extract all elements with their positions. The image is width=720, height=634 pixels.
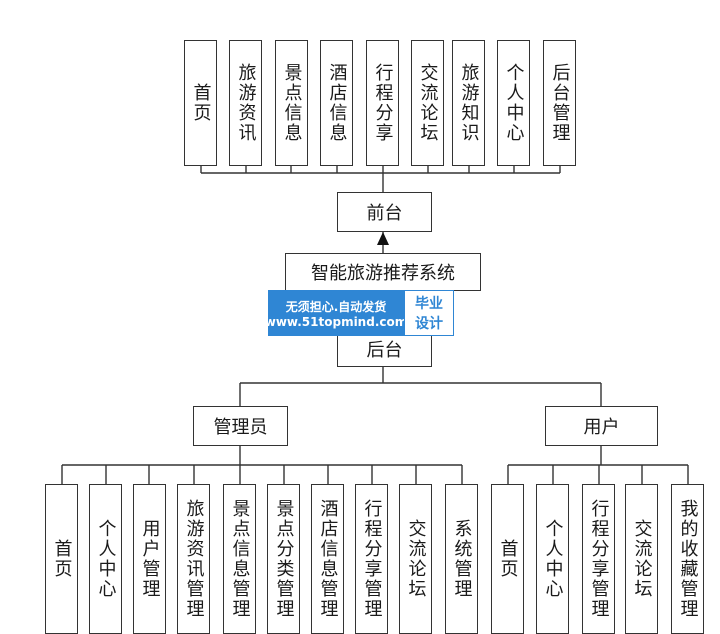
user-module-box: 首页 (491, 484, 524, 634)
watermark-badge2: 设计 (415, 316, 443, 332)
admin-module-label: 用户管理 (139, 519, 161, 599)
admin-module-box: 首页 (45, 484, 78, 634)
front-module-label: 酒店信息 (326, 63, 348, 143)
admin-module-label: 景点分类管理 (273, 499, 295, 619)
admin-module-label: 系统管理 (451, 519, 473, 599)
user-module-label: 首页 (497, 539, 519, 579)
back-end-label: 后台 (366, 339, 403, 361)
system-title: 智能旅游推荐系统 (311, 263, 455, 284)
front-module-box: 旅游资讯 (229, 40, 262, 166)
admin-module-box: 景点分类管理 (267, 484, 300, 634)
system-node: 智能旅游推荐系统 (285, 253, 481, 291)
watermark-badge: 毕业 设计 (404, 290, 454, 336)
admin-module-box: 用户管理 (133, 484, 166, 634)
user-module-label: 我的收藏管理 (677, 499, 699, 619)
admin-module-label: 行程分享管理 (361, 499, 383, 619)
admin-module-box: 酒店信息管理 (311, 484, 344, 634)
admin-module-box: 景点信息管理 (223, 484, 256, 634)
front-module-label: 旅游资讯 (235, 63, 257, 143)
admin-module-label: 个人中心 (95, 519, 117, 599)
front-module-label: 交流论坛 (417, 63, 439, 143)
admin-module-box: 行程分享管理 (355, 484, 388, 634)
admin-module-label: 旅游资讯管理 (183, 499, 205, 619)
user-module-box: 我的收藏管理 (671, 484, 704, 634)
user-module-box: 交流论坛 (625, 484, 658, 634)
watermark-line2: www.51topmind.com (264, 314, 408, 329)
admin-module-box: 系统管理 (445, 484, 478, 634)
user-module-label: 交流论坛 (631, 519, 653, 599)
front-module-box: 酒店信息 (320, 40, 353, 166)
front-module-box: 个人中心 (497, 40, 530, 166)
user-module-box: 行程分享管理 (582, 484, 615, 634)
watermark-line1: 无须担心.自动发货 (285, 299, 387, 314)
front-module-label: 行程分享 (372, 63, 394, 143)
user-module-label: 行程分享管理 (588, 499, 610, 619)
admin-label: 管理员 (213, 417, 268, 438)
watermark-logo: 无须担心.自动发货 www.51topmind.com 毕业 设计 (265, 290, 454, 336)
front-module-label: 景点信息 (281, 63, 303, 143)
front-module-label: 首页 (190, 83, 212, 123)
admin-module-box: 旅游资讯管理 (177, 484, 210, 634)
user-label: 用户 (583, 417, 620, 438)
admin-module-label: 交流论坛 (405, 519, 427, 599)
user-node: 用户 (545, 406, 658, 446)
front-module-box: 首页 (184, 40, 217, 166)
arrowhead (377, 232, 389, 245)
admin-module-label: 景点信息管理 (229, 499, 251, 619)
front-module-box: 交流论坛 (411, 40, 444, 166)
front-module-box: 旅游知识 (452, 40, 485, 166)
front-module-box: 后台管理 (543, 40, 576, 166)
front-module-box: 景点信息 (275, 40, 308, 166)
front-module-label: 旅游知识 (458, 63, 480, 143)
front-end-node: 前台 (337, 192, 432, 232)
watermark-text: 无须担心.自动发货 www.51topmind.com (265, 290, 407, 336)
user-module-box: 个人中心 (536, 484, 569, 634)
back-end-node: 后台 (337, 330, 432, 367)
admin-node: 管理员 (193, 406, 288, 446)
admin-module-box: 个人中心 (89, 484, 122, 634)
admin-module-label: 首页 (51, 539, 73, 579)
front-module-box: 行程分享 (366, 40, 399, 166)
admin-module-label: 酒店信息管理 (317, 499, 339, 619)
front-module-label: 后台管理 (549, 63, 571, 143)
front-end-label: 前台 (366, 203, 403, 224)
user-module-label: 个人中心 (542, 519, 564, 599)
watermark-badge1: 毕业 (415, 296, 443, 312)
admin-module-box: 交流论坛 (399, 484, 432, 634)
front-module-label: 个人中心 (503, 63, 525, 143)
